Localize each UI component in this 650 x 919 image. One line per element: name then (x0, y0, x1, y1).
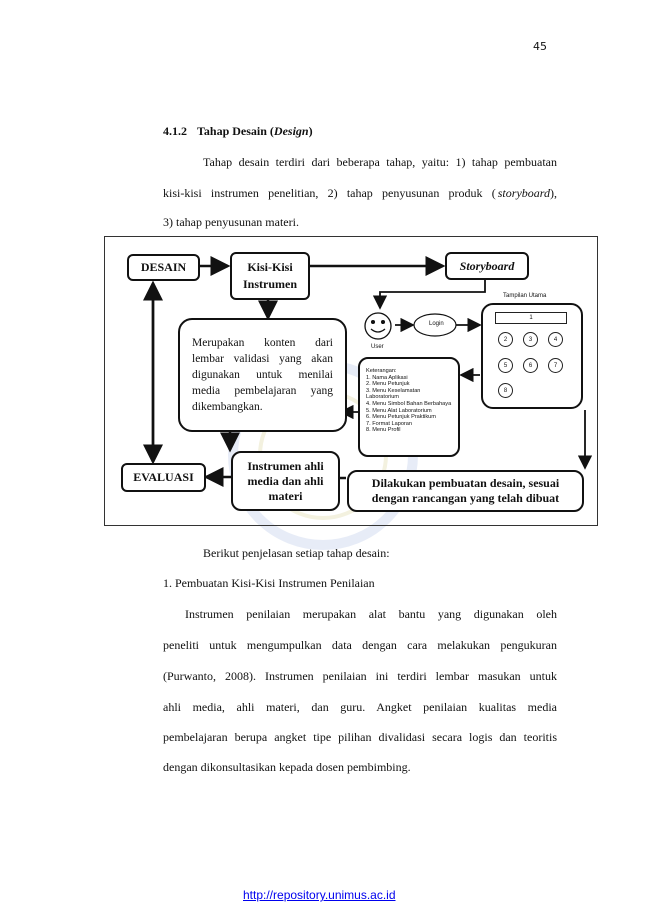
body-line-6: dengan dikonsultasikan kepada dosen pemb… (163, 760, 411, 774)
menu-button-2: 2 (498, 332, 513, 347)
keterangan-item: 5. Menu Alat Laboratorium (366, 407, 432, 414)
after-diagram-text: Berikut penjelasan setiap tahap desain: (203, 546, 390, 560)
app-name-bar: 1 (495, 312, 567, 324)
kisi-kisi-box: Kisi-Kisi Instrumen (230, 252, 310, 300)
user-label: User (371, 344, 384, 350)
evaluasi-box: EVALUASI (121, 463, 206, 492)
keterangan-item: 8. Menu Profil (366, 427, 401, 434)
desain-box: DESAIN (127, 254, 200, 281)
main-screen-mockup: 1 2 3 4 5 6 7 8 (481, 303, 583, 409)
page-number: 45 (533, 40, 547, 53)
final-design-box: Dilakukan pembuatan desain, sesuai denga… (347, 470, 584, 512)
menu-button-5: 5 (498, 358, 513, 373)
user-smiley-icon (364, 312, 392, 340)
keterangan-item: 7. Format Laporan (366, 420, 413, 427)
body-line-1: Instrumen penilaian merupakan alat bantu… (185, 607, 557, 621)
section-title-end: ) (308, 124, 313, 138)
section-title: Tahap Desain ( (197, 124, 274, 138)
menu-button-6: 6 (523, 358, 538, 373)
keterangan-title: Keterangan: (366, 368, 397, 374)
list-item-1: 1. Pembuatan Kisi-Kisi Instrumen Penilai… (163, 576, 375, 590)
body-line-2: peneliti untuk mengumpulkan data dengan … (163, 638, 557, 652)
menu-button-7: 7 (548, 358, 563, 373)
desain-label: DESAIN (140, 260, 187, 274)
storyboard-box: Storyboard (445, 252, 529, 280)
description-box: Merupakan konten dari lembar validasi ya… (178, 318, 347, 432)
intro-line-2-end: ), (550, 186, 557, 200)
storyboard-term: storyboard (497, 186, 550, 200)
keterangan-item: 6. Menu Petunjuk Praktikum (366, 414, 436, 421)
storyboard-label: Storyboard (459, 258, 515, 273)
intro-line-2: kisi-kisi instrumen penelitian, 2) tahap… (163, 186, 557, 201)
menu-button-8: 8 (498, 383, 513, 398)
section-title-italic: Design (273, 124, 309, 138)
description-text: Merupakan konten dari lembar validasi ya… (192, 337, 333, 413)
final-line-1: Dilakukan pembuatan desain, sesuai (371, 476, 560, 490)
keterangan-item: 4. Menu Simbol Bahan Berbahaya (366, 400, 452, 407)
body-line-5: pembelajaran berupa angket tipe pilihan … (163, 730, 557, 744)
keterangan-item: 3. Menu Keselamatan Laboratorium (366, 387, 421, 401)
final-line-2: dengan rancangan yang telah dibuat (371, 491, 560, 505)
design-diagram (104, 236, 598, 526)
menu-button-4: 4 (548, 332, 563, 347)
login-ellipse (413, 313, 457, 337)
instrumen-line-3: materi (268, 488, 303, 503)
login-label: Login (429, 321, 444, 327)
instrumen-line-1: Instrumen ahli (247, 458, 324, 473)
arrow-storyboard-to-user (372, 280, 486, 310)
intro-line-1: Tahap desain terdiri dari beberapa tahap… (203, 155, 557, 169)
section-heading: 4.1.2 Tahap Desain (Design) (163, 124, 313, 139)
section-number: 4.1.2 (163, 124, 187, 138)
body-line-3: (Purwanto, 2008). Instrumen penilaian in… (163, 669, 557, 683)
tampilan-utama-label: Tampilan Utama (503, 293, 547, 299)
intro-line-2-text: kisi-kisi instrumen penelitian, 2) tahap… (163, 186, 496, 200)
evaluasi-label: EVALUASI (133, 470, 194, 484)
keterangan-item: 1. Nama Aplikasi (366, 374, 408, 381)
body-line-4: ahli media, ahli materi, dan guru. Angke… (163, 700, 557, 714)
kisi-line-1: Kisi-Kisi (247, 260, 293, 274)
keterangan-box: Keterangan: 1. Nama Aplikasi 2. Menu Pet… (358, 357, 460, 457)
instrumen-box: Instrumen ahli media dan ahli materi (231, 451, 340, 511)
instrumen-line-2: media dan ahli (247, 473, 324, 488)
menu-button-3: 3 (523, 332, 538, 347)
kisi-line-2: Instrumen (242, 277, 297, 291)
repository-link[interactable]: http://repository.unimus.ac.id (243, 888, 396, 902)
intro-line-3: 3) tahap penyusunan materi. (163, 215, 299, 229)
keterangan-item: 2. Menu Petunjuk (366, 381, 410, 388)
